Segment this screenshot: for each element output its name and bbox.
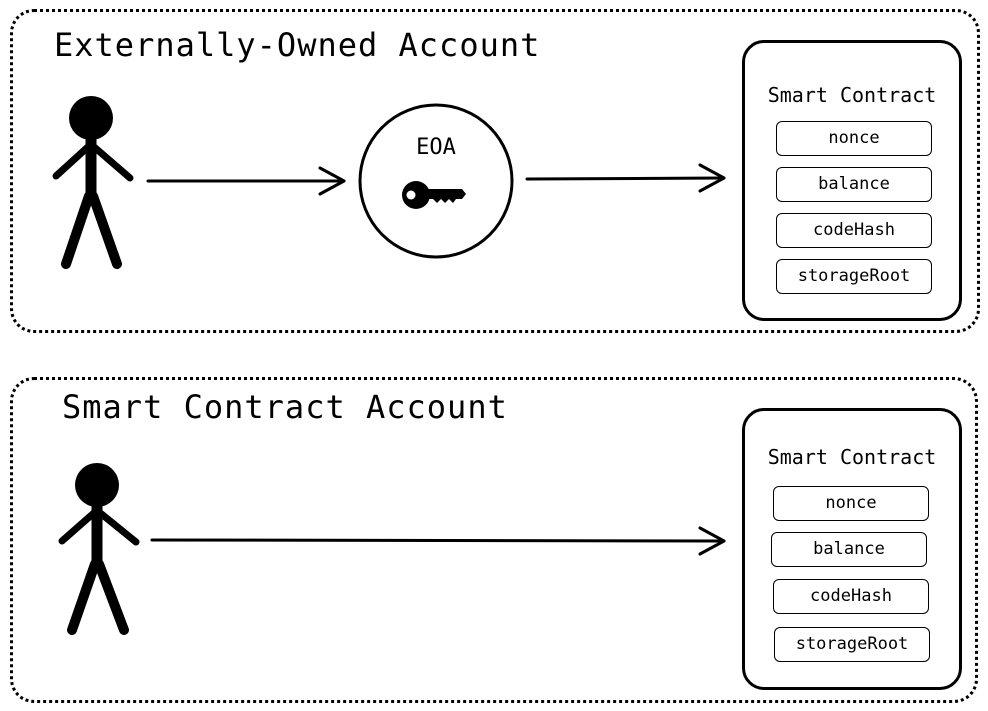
sca-field-balance: balance: [771, 532, 927, 567]
eoa-section-frame: [10, 9, 980, 333]
sca-section-title: Smart Contract Account: [62, 388, 508, 426]
sca-smart-contract-box: Smart Contract nonce balance codeHash st…: [742, 408, 962, 690]
eoa-field-codehash: codeHash: [776, 213, 932, 248]
eoa-field-balance: balance: [776, 167, 932, 202]
sca-field-nonce: nonce: [773, 486, 929, 521]
eoa-section-title: Externally-Owned Account: [54, 26, 541, 64]
eoa-smart-contract-title: Smart Contract: [767, 83, 937, 107]
sca-smart-contract-title: Smart Contract: [767, 445, 937, 469]
eoa-smart-contract-box: Smart Contract nonce balance codeHash st…: [742, 40, 962, 321]
sca-field-storageroot: storageRoot: [774, 627, 930, 662]
sca-section-frame: [10, 377, 978, 703]
sca-field-codehash: codeHash: [773, 579, 929, 614]
eoa-field-nonce: nonce: [776, 121, 932, 156]
eoa-field-storageroot: storageRoot: [776, 259, 932, 294]
